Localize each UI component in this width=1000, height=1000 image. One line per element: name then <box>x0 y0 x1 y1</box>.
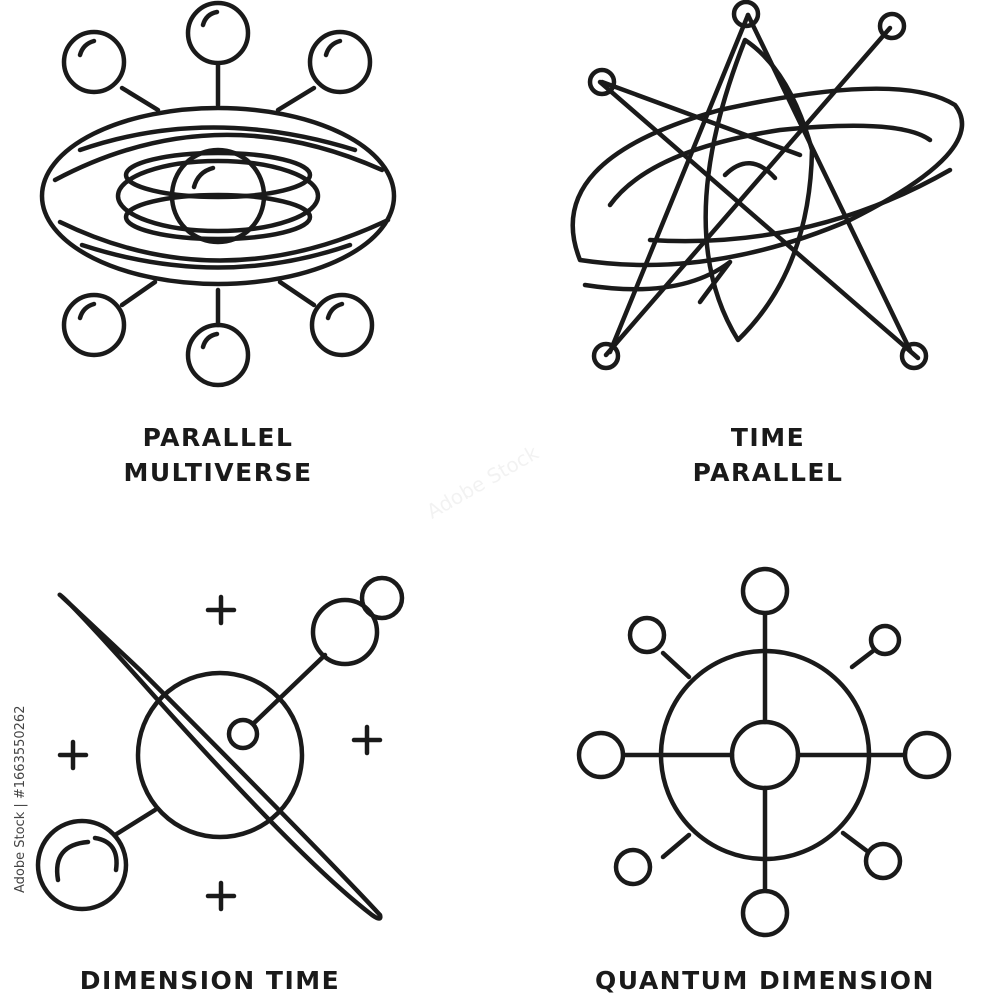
stock-id: Adobe Stock | #1663550262 <box>13 705 28 893</box>
orbit-atom-icon <box>570 0 965 371</box>
quantum-network-icon <box>576 566 952 938</box>
caption-line-1: QUANTUM DIMENSION <box>595 966 935 995</box>
caption-line-1: DIMENSION TIME <box>79 966 341 995</box>
caption-line-1: TIME <box>730 423 806 452</box>
multiverse-eye-icon <box>39 0 397 388</box>
caption-quantum-dimension: QUANTUM DIMENSION <box>565 963 965 998</box>
planet-orbit-icon <box>35 575 405 921</box>
caption-time-parallel: TIME PARALLEL <box>618 420 918 490</box>
watermark: Adobe Stock <box>422 440 543 524</box>
caption-line-2: PARALLEL <box>692 458 844 487</box>
caption-line-1: PARALLEL <box>142 423 294 452</box>
caption-line-2: MULTIVERSE <box>123 458 313 487</box>
caption-parallel-multiverse: PARALLEL MULTIVERSE <box>68 420 368 490</box>
caption-dimension-time: DIMENSION TIME <box>40 963 380 998</box>
